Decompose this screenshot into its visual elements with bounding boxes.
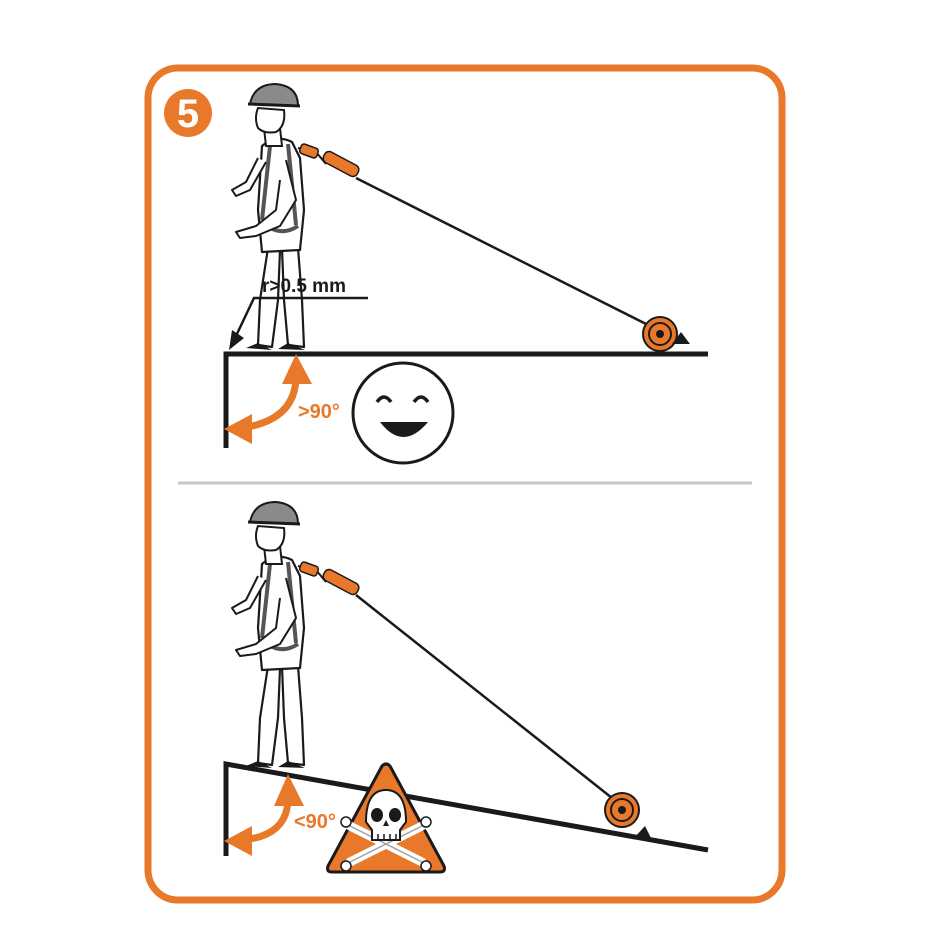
lifeline bbox=[356, 178, 650, 326]
angle-label: <90° bbox=[294, 811, 336, 833]
smiley-face-icon bbox=[353, 363, 453, 463]
skull-crossbones-warning-icon bbox=[328, 764, 445, 872]
anchor-point bbox=[634, 826, 652, 840]
worker-figure bbox=[232, 502, 361, 768]
retractable-device bbox=[643, 317, 677, 351]
arc-arrow-up bbox=[282, 354, 312, 384]
retractable-device bbox=[605, 793, 639, 827]
top-scenario: r>0.5 mm >90° bbox=[224, 84, 708, 463]
lifeline bbox=[356, 595, 612, 798]
step-badge: 5 bbox=[164, 89, 212, 137]
callout-arrowhead bbox=[229, 330, 244, 350]
bottom-scenario: <90° bbox=[224, 502, 708, 872]
edge-radius-label: r>0.5 mm bbox=[262, 276, 346, 297]
worker-figure bbox=[232, 84, 361, 350]
angle-label: >90° bbox=[298, 401, 340, 423]
step-number: 5 bbox=[177, 92, 199, 136]
